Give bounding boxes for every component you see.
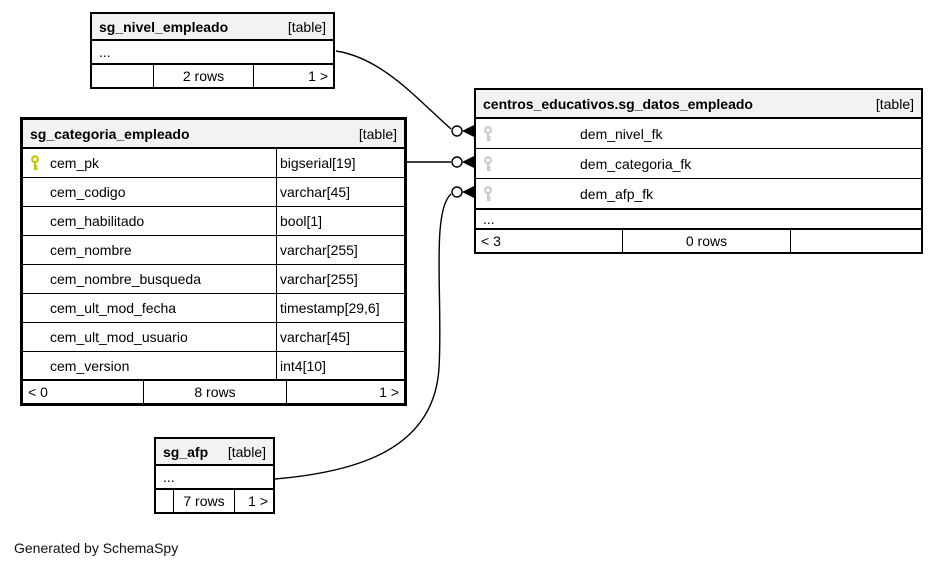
column-row-cem_habilitado: cem_habilitado bool[1] xyxy=(23,207,404,236)
footer-rowcount: 8 rows xyxy=(143,381,287,403)
footer-parents xyxy=(92,65,153,87)
column-row-cem_pk: cem_pk bigserial[19] xyxy=(23,149,404,178)
column-type: varchar[45] xyxy=(280,184,351,200)
column-name: cem_nombre xyxy=(50,242,132,258)
table-title[interactable]: sg_nivel_empleado xyxy=(99,18,229,35)
footer-children xyxy=(791,230,921,252)
foreign-key-icon xyxy=(482,155,494,172)
ellipsis-label: ... xyxy=(483,211,495,227)
column-type: varchar[45] xyxy=(280,329,351,345)
table-header: centros_educativos.sg_datos_empleado [ta… xyxy=(476,90,921,119)
column-row-dem_nivel_fk: dem_nivel_fk xyxy=(476,119,921,149)
column-name-cell: cem_nombre_busqueda xyxy=(23,265,277,293)
column-name: cem_pk xyxy=(50,155,100,171)
table-tag: [table] xyxy=(227,443,266,460)
column-name: cem_codigo xyxy=(50,184,126,200)
generated-by-note: Generated by SchemaSpy xyxy=(14,540,179,556)
column-row-cem_ult_mod_fecha: cem_ult_mod_fecha timestamp[29,6] xyxy=(23,294,404,323)
footer-parents: < 0 xyxy=(28,384,48,400)
footer-rowcount: 0 rows xyxy=(622,230,791,252)
footer-children: 1 > xyxy=(248,493,268,509)
column-name: cem_nombre_busqueda xyxy=(50,271,201,287)
column-name: dem_categoria_fk xyxy=(580,155,692,172)
crowfoot-arrow-glyph xyxy=(462,186,474,198)
primary-key-icon xyxy=(29,155,41,171)
collapsed-columns-row: ... xyxy=(156,466,273,490)
collapsed-columns-row: ... xyxy=(92,41,333,65)
table-tag: [table] xyxy=(875,95,914,112)
table-footer: < 0 8 rows 1 > xyxy=(23,381,404,403)
zero-circle-glyph xyxy=(451,186,463,198)
table-header: sg_categoria_empleado [table] xyxy=(23,120,404,149)
column-name: dem_nivel_fk xyxy=(580,125,663,142)
table-header: sg_nivel_empleado [table] xyxy=(92,14,333,41)
column-name: cem_ult_mod_fecha xyxy=(50,300,177,316)
table-footer: < 3 0 rows xyxy=(476,230,921,252)
column-name-cell: cem_pk xyxy=(23,149,277,177)
column-row-cem_ult_mod_usuario: cem_ult_mod_usuario varchar[45] xyxy=(23,323,404,352)
column-name-cell: cem_codigo xyxy=(23,178,277,206)
column-name-cell: cem_version xyxy=(23,352,277,379)
table-title[interactable]: sg_categoria_empleado xyxy=(30,125,190,142)
column-type: varchar[255] xyxy=(280,242,358,258)
zero-circle-glyph xyxy=(451,156,463,168)
table-title[interactable]: centros_educativos.sg_datos_empleado xyxy=(483,95,753,112)
column-name: dem_afp_fk xyxy=(580,185,654,202)
column-row-cem_nombre: cem_nombre varchar[255] xyxy=(23,236,404,265)
ellipsis-label: ... xyxy=(163,469,175,485)
table-sg_nivel_empleado[interactable]: sg_nivel_empleado [table] ... 2 rows 1 > xyxy=(90,12,335,89)
foreign-key-icon xyxy=(482,125,494,142)
column-row-cem_version: cem_version int4[10] xyxy=(23,352,404,381)
column-name-cell: cem_habilitado xyxy=(23,207,277,235)
column-name-cell: cem_ult_mod_usuario xyxy=(23,323,277,351)
footer-rowcount: 2 rows xyxy=(153,65,254,87)
table-centros_educativos-sg_datos_empleado[interactable]: centros_educativos.sg_datos_empleado [ta… xyxy=(474,88,923,254)
crowfoot-arrow-glyph xyxy=(462,125,474,137)
collapsed-columns-row: ... xyxy=(476,209,921,230)
column-name: cem_habilitado xyxy=(50,213,145,229)
table-header: sg_afp [table] xyxy=(156,439,273,466)
column-name: cem_ult_mod_usuario xyxy=(50,329,188,345)
crowfoot-arrow-glyph xyxy=(462,156,474,168)
foreign-key-icon xyxy=(482,185,494,202)
column-type: bigserial[19] xyxy=(280,155,356,171)
column-type: varchar[255] xyxy=(280,271,358,287)
footer-parents: < 3 xyxy=(481,233,501,249)
footer-parents xyxy=(156,490,173,512)
column-type: timestamp[29,6] xyxy=(280,300,380,316)
table-sg_afp[interactable]: sg_afp [table] ... 7 rows 1 > xyxy=(154,437,275,514)
table-tag: [table] xyxy=(358,125,397,142)
column-row-cem_codigo: cem_codigo varchar[45] xyxy=(23,178,404,207)
column-row-cem_nombre_busqueda: cem_nombre_busqueda varchar[255] xyxy=(23,265,404,294)
table-footer: 2 rows 1 > xyxy=(92,65,333,87)
relation-cem_pk-dem_categoria_fk xyxy=(407,156,474,168)
column-row-dem_afp_fk: dem_afp_fk xyxy=(476,179,921,209)
footer-rowcount: 7 rows xyxy=(173,490,235,512)
column-name-cell: cem_nombre xyxy=(23,236,277,264)
footer-children: 1 > xyxy=(308,68,328,84)
column-type: bool[1] xyxy=(280,213,323,229)
column-name: cem_version xyxy=(50,357,130,374)
table-tag: [table] xyxy=(287,18,326,35)
footer-children: 1 > xyxy=(379,384,399,400)
table-sg_categoria_empleado[interactable]: sg_categoria_empleado [table] cem_pk big… xyxy=(20,117,407,406)
column-type: int4[10] xyxy=(280,357,326,374)
column-name-cell: cem_ult_mod_fecha xyxy=(23,294,277,322)
table-title[interactable]: sg_afp xyxy=(163,443,209,460)
zero-circle-glyph xyxy=(451,125,463,137)
column-row-dem_categoria_fk: dem_categoria_fk xyxy=(476,149,921,179)
ellipsis-label: ... xyxy=(99,44,111,60)
table-footer: 7 rows 1 > xyxy=(156,490,273,512)
